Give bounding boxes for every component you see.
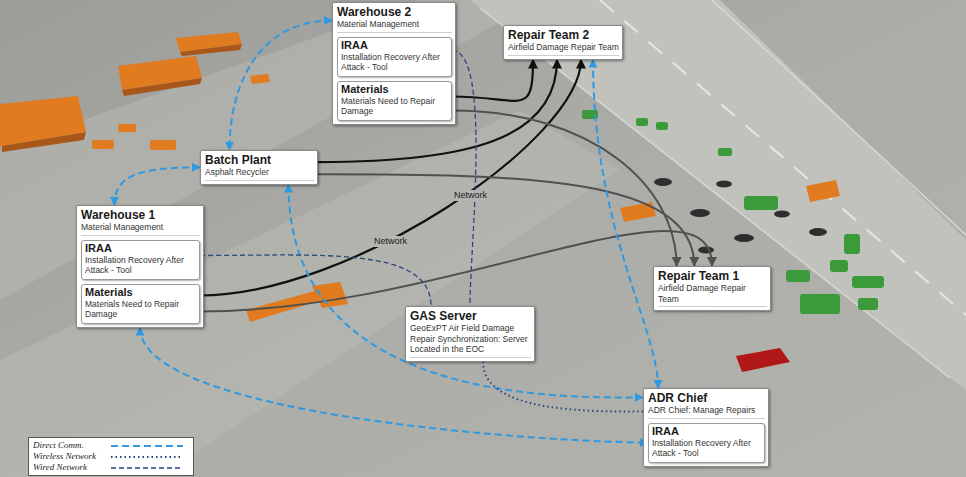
box-title: Batch Plant <box>205 153 314 167</box>
communication-link <box>593 60 658 389</box>
network-label: Network <box>452 190 489 201</box>
component-box: Batch PlantAsphalt Recycler <box>200 150 318 185</box>
box-title: Warehouse 1 <box>81 208 200 222</box>
runway-centerline <box>600 0 966 315</box>
network-label: Network <box>372 236 409 247</box>
box-description: ADR Chief: Manage Repairs <box>648 405 765 419</box>
component-box: Warehouse 1Material ManagementIRAAInstal… <box>76 205 204 328</box>
component-box: Repair Team 2Airfield Damage Repair Team <box>503 25 623 60</box>
box-description: Installation Recovery After Attack - Too… <box>652 438 761 459</box>
box-description: Airfield Damage Repair Team <box>508 42 619 56</box>
runway <box>470 0 966 390</box>
tool-box: IRAAInstallation Recovery After Attack -… <box>81 240 200 280</box>
box-description: Installation Recovery After Attack - Too… <box>341 52 448 73</box>
legend-text: Direct Comm. <box>33 440 109 451</box>
box-title: ADR Chief <box>648 391 765 405</box>
legend-sample <box>109 464 185 472</box>
box-description: GeoExPT Air Field Damage Repair Synchron… <box>410 323 531 358</box>
material-flow-arrow <box>452 60 533 101</box>
communication-link <box>114 167 200 205</box>
legend-row: Wireless Network <box>33 451 189 462</box>
vehicles <box>92 124 840 322</box>
repair-equipment <box>582 110 884 314</box>
legend-line <box>111 467 183 468</box>
box-description: Installation Recovery After Attack - Too… <box>85 255 196 276</box>
box-title: Materials <box>85 286 196 299</box>
tool-box: MaterialsMaterials Need to Repair Damage <box>337 81 452 121</box>
legend-line <box>111 445 183 447</box>
craters <box>654 178 827 254</box>
runway-edge <box>480 8 950 378</box>
communication-link <box>483 362 643 412</box>
material-flow-arrow <box>200 60 581 296</box>
legend-row: Direct Comm. <box>33 440 189 451</box>
communication-link <box>289 185 644 398</box>
legend-text: Wireless Network <box>33 451 109 462</box>
box-description: Material Management <box>337 19 452 33</box>
box-description: Materials Need to Repair Damage <box>341 96 448 117</box>
tool-box: IRAAInstallation Recovery After Attack -… <box>337 37 452 77</box>
material-flow-arrow <box>318 174 694 266</box>
box-description: Airfield Damage Repair Team <box>658 283 767 307</box>
material-flow-arrow <box>200 231 712 312</box>
box-description: Materials Need to Repair Damage <box>85 299 196 320</box>
component-box: ADR ChiefADR Chief: Manage RepairsIRAAIn… <box>643 388 769 467</box>
legend-box: Direct Comm.Wireless NetworkWired Networ… <box>28 437 194 476</box>
tool-box: IRAAInstallation Recovery After Attack -… <box>648 423 765 463</box>
component-box: Warehouse 2Material ManagementIRAAInstal… <box>332 2 456 125</box>
box-title: IRAA <box>85 242 196 255</box>
taxiway <box>0 110 620 477</box>
red-truck <box>736 348 790 372</box>
legend-line <box>111 456 183 458</box>
material-flow-arrow <box>452 111 677 267</box>
box-description: Material Management <box>81 222 200 236</box>
legend-sample <box>109 453 185 461</box>
component-box: GAS ServerGeoExPT Air Field Damage Repai… <box>405 306 535 362</box>
box-description: Asphalt Recycler <box>205 167 314 181</box>
box-title: Repair Team 1 <box>658 269 767 283</box>
runway-edge <box>712 0 966 235</box>
legend-text: Wired Network <box>33 462 109 473</box>
box-title: GAS Server <box>410 309 531 323</box>
tool-box: MaterialsMaterials Need to Repair Damage <box>81 284 200 324</box>
box-title: IRAA <box>652 425 761 438</box>
communication-link <box>140 328 648 443</box>
legend-sample <box>109 442 185 450</box>
box-title: IRAA <box>341 39 448 52</box>
box-title: Repair Team 2 <box>508 28 619 42</box>
box-title: Materials <box>341 83 448 96</box>
communication-link <box>200 255 431 306</box>
component-box: Repair Team 1Airfield Damage Repair Team <box>653 266 771 311</box>
communication-link <box>230 20 333 150</box>
box-title: Warehouse 2 <box>337 5 452 19</box>
legend-row: Wired Network <box>33 462 189 473</box>
